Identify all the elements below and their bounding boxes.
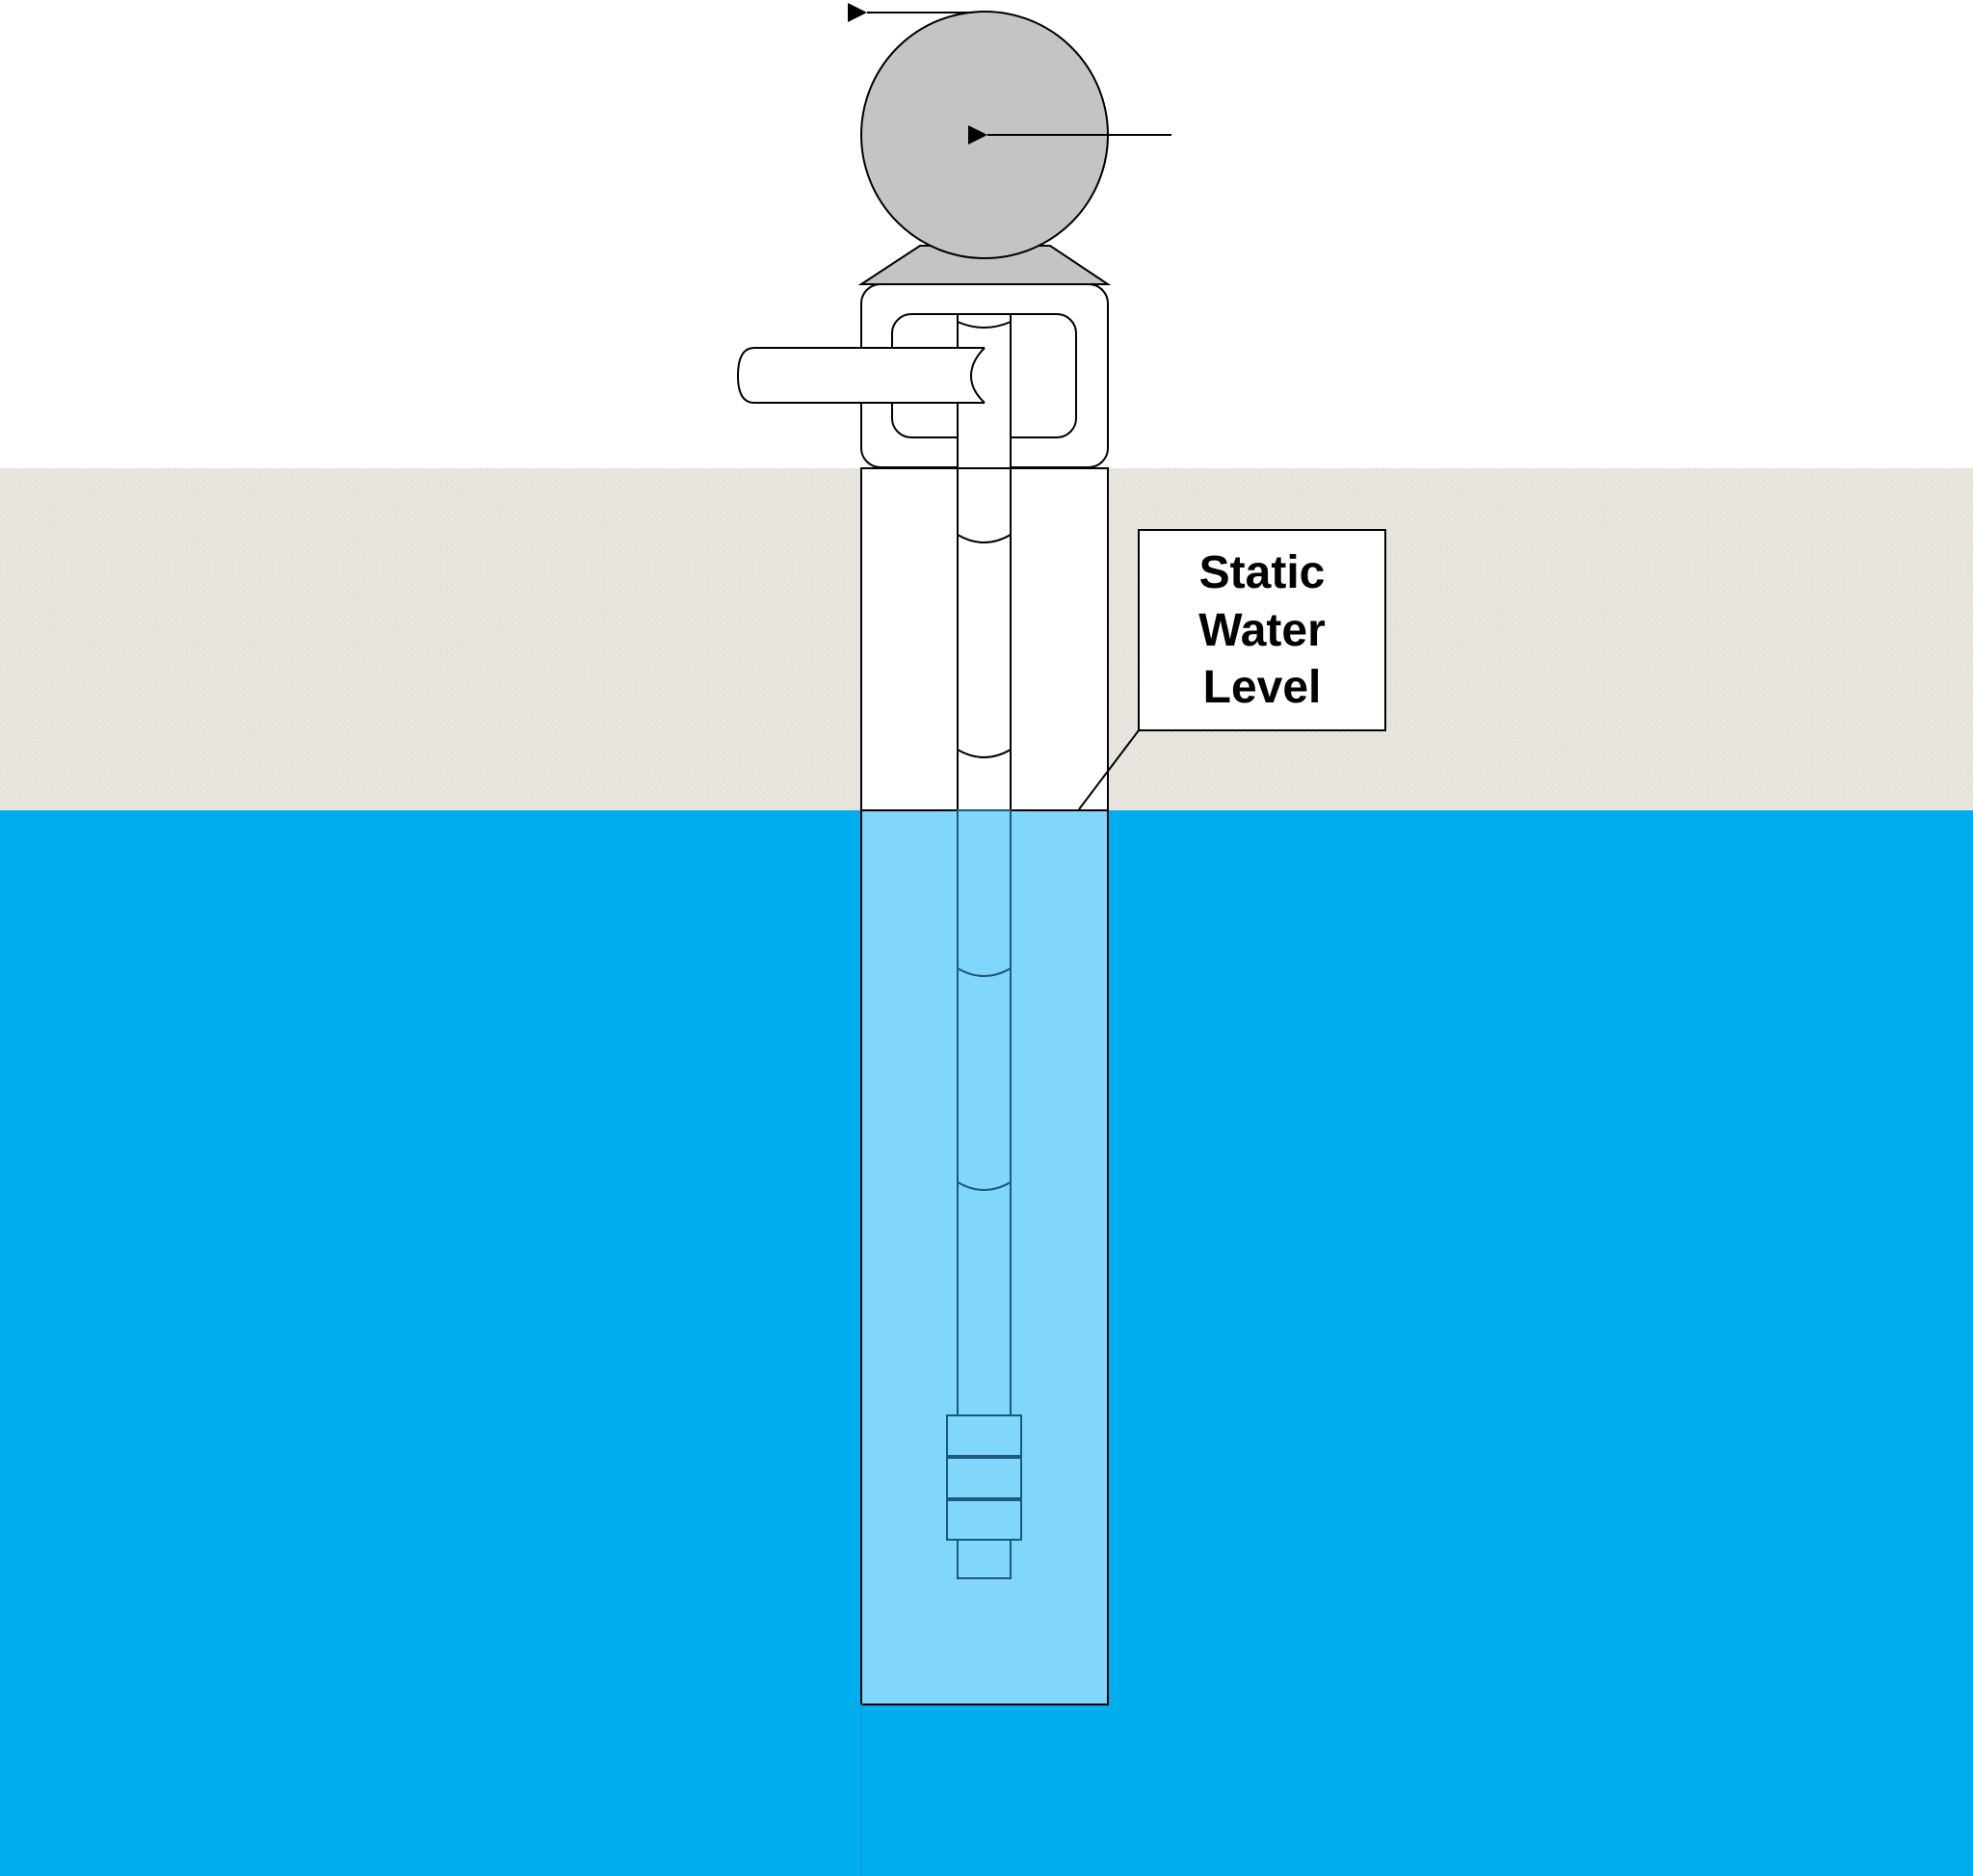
callout-line-3: Level — [1203, 662, 1322, 713]
callout-leader-line — [1078, 729, 1140, 810]
pipe-joint-4 — [957, 1181, 1012, 1191]
motor-base — [857, 245, 1112, 285]
pipe-joint-2 — [957, 749, 1012, 758]
discharge-pipe-end — [969, 347, 986, 404]
static-water-level-callout — [1138, 529, 1386, 731]
discharge-pipe — [736, 347, 985, 404]
callout-line-1: Static — [1199, 547, 1326, 598]
submersible-pump — [946, 1414, 1022, 1579]
drop-pipe-lower — [957, 809, 1012, 1418]
drop-pipe-head-cap — [957, 321, 1012, 329]
pipe-joint-1 — [957, 534, 1012, 543]
pipe-joint-3 — [957, 967, 1012, 977]
callout-line-2: Water — [1198, 605, 1326, 656]
